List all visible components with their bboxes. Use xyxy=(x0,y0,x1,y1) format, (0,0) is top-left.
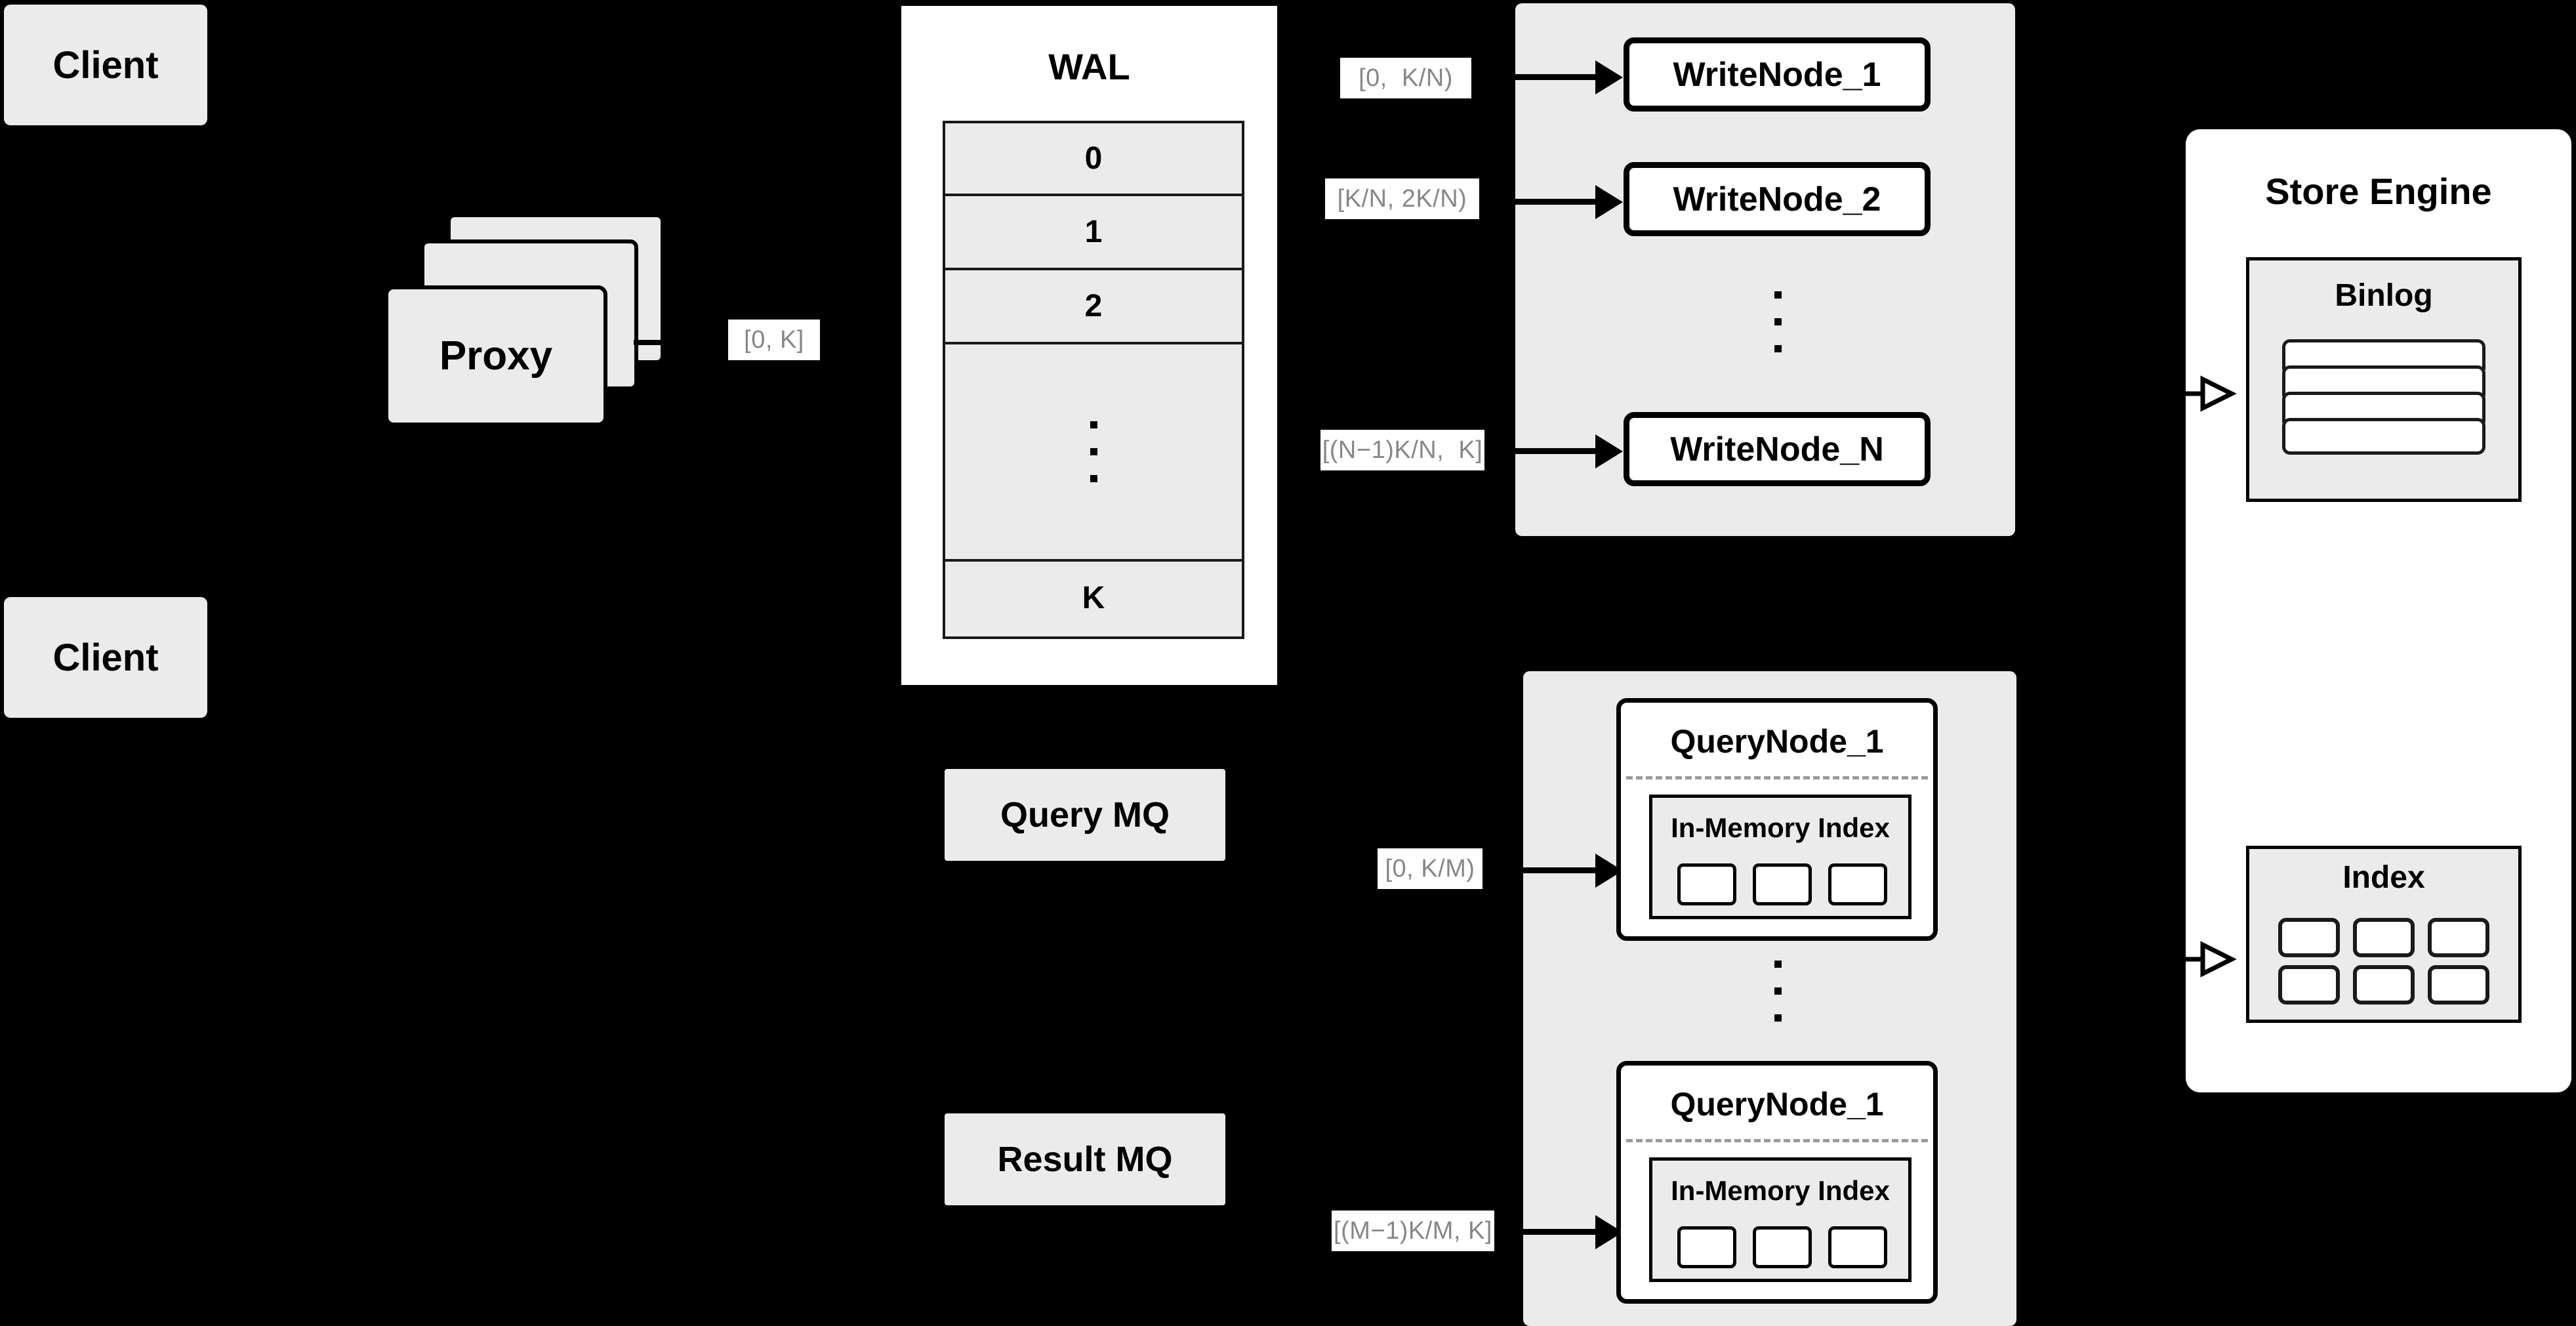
range-label-write-node-n: [(N−1)K/N, K] xyxy=(1320,430,1484,470)
index-cell[interactable] xyxy=(2278,918,2340,957)
write-cluster-ellipsis xyxy=(1758,276,1797,367)
wal-panel: WAL 0 1 2 K xyxy=(897,2,1281,689)
query-node-divider xyxy=(1626,1139,1928,1142)
binlog-panel: Binlog xyxy=(2246,257,2522,502)
arrow-line-query-node-1 xyxy=(1505,867,1612,873)
in-memory-index-title: In-Memory Index xyxy=(1671,812,1890,843)
proxy-label: Proxy xyxy=(439,333,553,379)
index-cell[interactable] xyxy=(2353,918,2415,957)
index-cell[interactable] xyxy=(2428,965,2489,1005)
in-memory-index-cell[interactable] xyxy=(1753,863,1812,905)
wal-row[interactable]: K xyxy=(1082,580,1105,615)
query-node-m[interactable]: QueryNode_1 In-Memory Index xyxy=(1616,1061,1938,1304)
arrow-open-to-binlog xyxy=(2152,374,2245,413)
range-label-query-node-m: [(M−1)K/M, K] xyxy=(1332,1211,1494,1251)
arrow-line-write-node-1 xyxy=(1498,74,1612,80)
range-label-query-node-1: [0, K/M) xyxy=(1378,848,1482,889)
arrow-head-write-node-n xyxy=(1595,434,1623,468)
range-label-proxy-to-wal: [0, K] xyxy=(728,320,820,360)
in-memory-index-title: In-Memory Index xyxy=(1671,1175,1890,1206)
arrow-line-write-node-2 xyxy=(1505,199,1612,205)
in-memory-index-box: In-Memory Index xyxy=(1649,795,1912,919)
query-node-title: QueryNode_1 xyxy=(1670,1086,1884,1123)
in-memory-index-box: In-Memory Index xyxy=(1649,1157,1912,1282)
write-node-n[interactable]: WriteNode_N xyxy=(1624,412,1931,486)
result-mq-box[interactable]: Result MQ xyxy=(945,1113,1225,1205)
store-engine-panel: Store Engine Binlog Index xyxy=(2186,129,2571,1092)
client-box-1[interactable]: Client xyxy=(4,5,207,125)
write-node-2[interactable]: WriteNode_2 xyxy=(1624,162,1931,236)
query-mq-label: Query MQ xyxy=(1000,795,1170,835)
wal-title: WAL xyxy=(1048,46,1130,87)
client-label: Client xyxy=(52,43,159,87)
query-node-1[interactable]: QueryNode_1 In-Memory Index xyxy=(1616,698,1938,941)
in-memory-index-cell[interactable] xyxy=(1828,1226,1887,1268)
index-cell[interactable] xyxy=(2278,965,2340,1005)
wal-row[interactable]: 1 xyxy=(945,196,1242,270)
proxy-to-wal-connector xyxy=(634,340,673,345)
write-node-1[interactable]: WriteNode_1 xyxy=(1624,37,1931,112)
store-engine-title: Store Engine xyxy=(2265,171,2492,212)
index-panel: Index xyxy=(2246,846,2522,1023)
write-node-label: WriteNode_2 xyxy=(1673,180,1881,218)
write-node-label: WriteNode_N xyxy=(1670,430,1884,468)
arrow-line-query-node-m xyxy=(1514,1229,1612,1235)
proxy-box[interactable]: Proxy xyxy=(384,285,607,426)
arrow-open-to-index xyxy=(2152,940,2245,979)
query-cluster-ellipsis xyxy=(1758,938,1797,1043)
wal-row-ellipsis xyxy=(945,344,1242,562)
range-label-write-node-1: [0, K/N) xyxy=(1340,58,1471,98)
query-node-title: QueryNode_1 xyxy=(1670,723,1884,760)
wal-row[interactable]: 2 xyxy=(945,270,1242,344)
wal-rows-container: 0 1 2 K xyxy=(943,121,1244,639)
binlog-bar[interactable] xyxy=(2282,418,2485,455)
wal-row[interactable]: 0 xyxy=(945,123,1242,196)
binlog-title: Binlog xyxy=(2335,278,2433,313)
index-title: Index xyxy=(2342,860,2425,895)
in-memory-index-cell[interactable] xyxy=(1677,863,1736,905)
in-memory-index-cell[interactable] xyxy=(1753,1226,1812,1268)
client-label: Client xyxy=(52,636,159,679)
in-memory-index-cell[interactable] xyxy=(1828,863,1887,905)
range-label-write-node-2: [K/N, 2K/N) xyxy=(1325,178,1479,219)
client-box-2[interactable]: Client xyxy=(4,597,207,718)
query-mq-box[interactable]: Query MQ xyxy=(945,769,1225,861)
arrow-head-write-node-2 xyxy=(1595,185,1623,219)
index-cell[interactable] xyxy=(2353,965,2415,1005)
in-memory-index-cell[interactable] xyxy=(1677,1226,1736,1268)
write-node-label: WriteNode_1 xyxy=(1673,55,1881,94)
index-cell[interactable] xyxy=(2428,918,2489,957)
arrow-line-write-node-n xyxy=(1509,448,1612,454)
arrow-head-write-node-1 xyxy=(1595,60,1623,94)
result-mq-label: Result MQ xyxy=(997,1140,1173,1179)
query-node-divider xyxy=(1626,776,1928,779)
